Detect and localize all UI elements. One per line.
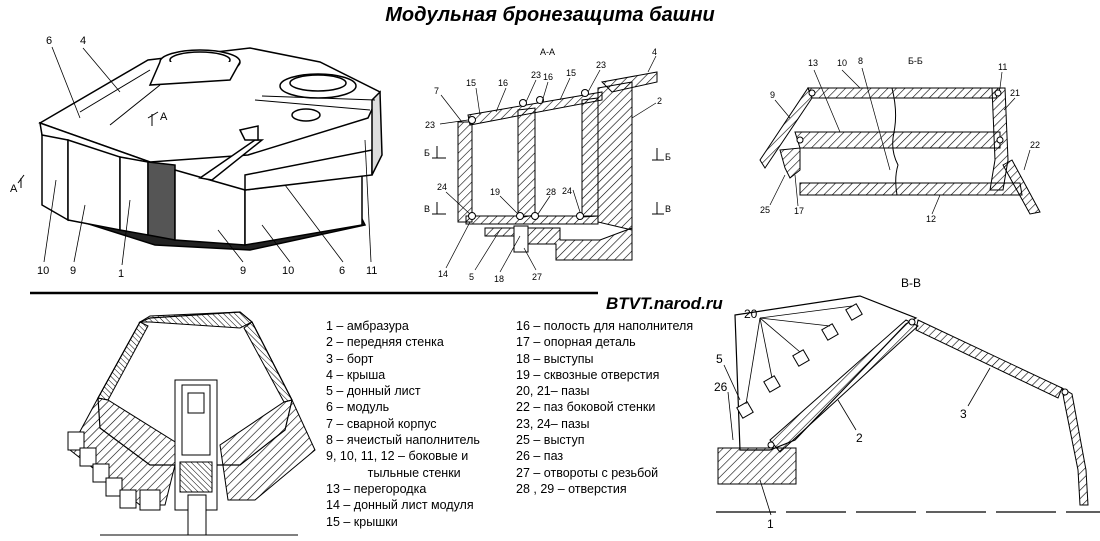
legend-item: 9, 10, 11, 12 – боковые и	[326, 449, 469, 464]
section-bb: Б-Б	[759, 56, 1041, 215]
legend-item: 25 – выступ	[516, 433, 585, 448]
legend-item: тыльные стенки	[326, 465, 461, 480]
aa-label-23b: 23	[596, 60, 606, 70]
aa-mark-b-left: Б	[424, 148, 430, 158]
legend-item: 7 – сварной корпус	[326, 416, 437, 431]
legend-item: 26 – паз	[516, 449, 564, 464]
legend-item: 3 – борт	[326, 351, 374, 366]
bb-title: Б-Б	[908, 56, 923, 66]
legend-item: 16 – полость для наполнителя	[516, 319, 694, 333]
legend-item: 14 – донный лист модуля	[326, 498, 474, 513]
aa-label-24b: 24	[562, 186, 572, 196]
bb-label-21: 21	[1010, 88, 1020, 98]
vv-labels: 20 5 26 2 3 1	[714, 307, 967, 531]
aa-labels: 4 15 16 23 16 15 23 7 2 23 24 19 28 24 1…	[424, 47, 671, 284]
aa-mark-v-right: В	[665, 204, 671, 214]
aa-mark-b-right: Б	[665, 152, 671, 162]
legend-item: 4 – крыша	[326, 367, 386, 382]
iso-label-10a: 10	[37, 265, 49, 277]
vv-label-1: 1	[767, 517, 774, 531]
bb-label-13: 13	[808, 58, 818, 68]
aa-label-23a: 23	[531, 70, 541, 80]
section-aa: А-А	[457, 47, 658, 261]
bb-label-10: 10	[837, 58, 847, 68]
iso-label-10b: 10	[282, 265, 294, 277]
legend-item: 19 – сквозные отверстия	[516, 367, 660, 382]
iso-section-mark-a2: А	[10, 183, 18, 195]
legend-item: 15 – крышки	[326, 514, 398, 529]
legend-column-2: 16 – полость для наполнителя 17 – опорна…	[516, 318, 700, 497]
legend-item: 8 – ячеистый наполнитель	[326, 433, 480, 448]
bb-label-9: 9	[770, 90, 775, 100]
legend-item: 5 – донный лист	[326, 384, 421, 399]
aa-leaders	[439, 55, 657, 273]
aa-label-27: 27	[532, 272, 542, 282]
iso-labels: 6 4 10 9 1 9 10 6 11 А А	[10, 35, 377, 280]
aa-title: А-А	[540, 47, 555, 57]
legend-item: 28 , 29 – отверстия	[516, 481, 627, 496]
bb-label-8: 8	[858, 56, 863, 66]
bb-label-17: 17	[794, 206, 804, 216]
vv-label-3: 3	[960, 407, 967, 421]
legend-item: 1 – амбразура	[326, 319, 409, 333]
aa-label-24a: 24	[437, 182, 447, 192]
iso-section-mark-a1: А	[160, 111, 168, 123]
turret-isometric-view	[38, 47, 383, 251]
section-vv: В-В	[716, 276, 1100, 513]
legend-item: 13 – перегородка	[326, 481, 427, 496]
aa-label-18: 18	[494, 274, 504, 284]
bb-leaders	[769, 67, 1031, 215]
iso-label-4: 4	[80, 35, 86, 47]
aa-label-15b: 15	[566, 68, 576, 78]
iso-label-11: 11	[366, 265, 377, 277]
iso-label-9a: 9	[70, 265, 76, 277]
bb-label-25: 25	[760, 205, 770, 215]
iso-section-arrows	[17, 111, 159, 188]
vv-label-2: 2	[856, 431, 863, 445]
vv-label-20: 20	[744, 307, 758, 321]
aa-section-arrows	[432, 146, 664, 215]
site-watermark: BTVT.narod.ru	[606, 294, 723, 313]
aa-label-16a: 16	[498, 78, 508, 88]
aa-label-14: 14	[438, 269, 448, 279]
vv-leaders	[723, 305, 991, 516]
aa-label-5: 5	[469, 272, 474, 282]
vv-title: В-В	[901, 276, 921, 290]
bb-label-22: 22	[1030, 140, 1040, 150]
legend-item: 23, 24– пазы	[516, 416, 590, 431]
aa-label-16b: 16	[543, 72, 553, 82]
aa-label-2: 2	[657, 96, 662, 106]
aa-label-19: 19	[490, 187, 500, 197]
aa-mark-v-left: В	[424, 204, 430, 214]
vv-label-26: 26	[714, 380, 728, 394]
legend-item: 18 – выступы	[516, 351, 594, 366]
legend-item: 6 – модуль	[326, 400, 390, 415]
vv-label-5: 5	[716, 352, 723, 366]
iso-label-6b: 6	[339, 265, 345, 277]
iso-label-9b: 9	[240, 265, 246, 277]
legend-item: 20, 21– пазы	[516, 384, 590, 399]
legend-item: 17 – опорная деталь	[516, 335, 636, 350]
legend-item: 27 – отвороты с резьбой	[516, 465, 659, 480]
iso-label-6a: 6	[46, 35, 52, 47]
bb-labels: 13 10 8 11 9 21 22 25 17 12	[760, 56, 1040, 224]
iso-leaders	[43, 46, 372, 266]
aa-label-7: 7	[434, 86, 439, 96]
aa-label-23c: 23	[425, 120, 435, 130]
aa-label-28: 28	[546, 187, 556, 197]
aa-label-15a: 15	[466, 78, 476, 88]
legend-item: 2 – передняя стенка	[326, 335, 444, 350]
legend-column-1: 1 – амбразура 2 – передняя стенка 3 – бо…	[326, 318, 501, 530]
bb-label-11: 11	[998, 62, 1007, 72]
aa-label-4: 4	[652, 47, 657, 57]
iso-label-1: 1	[118, 268, 124, 280]
page-title: Модульная бронезащита башни	[385, 4, 715, 26]
bb-label-12: 12	[926, 214, 936, 224]
legend-item: 22 – паз боковой стенки	[516, 400, 656, 415]
turret-front-section	[67, 311, 316, 536]
